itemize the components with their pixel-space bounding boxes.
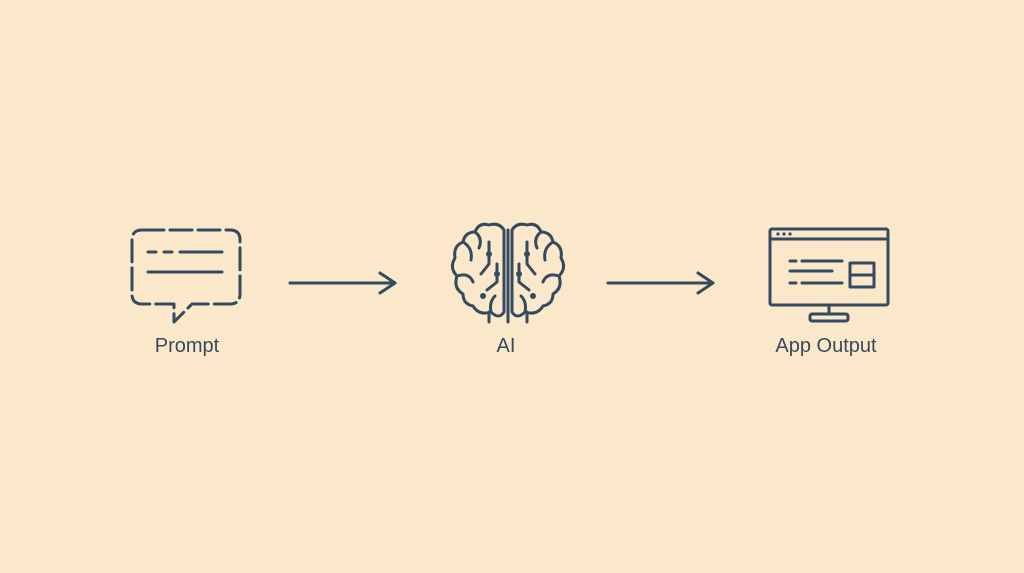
chat-bubble-icon	[130, 228, 242, 324]
monitor-icon	[768, 227, 890, 323]
node-label-ai: AI	[496, 335, 516, 357]
brain-icon	[450, 222, 566, 324]
arrow-right-icon	[606, 271, 715, 295]
node-label-app-output: App Output	[775, 335, 877, 357]
arrow-right-icon	[288, 271, 397, 295]
node-label-prompt: Prompt	[154, 335, 220, 357]
